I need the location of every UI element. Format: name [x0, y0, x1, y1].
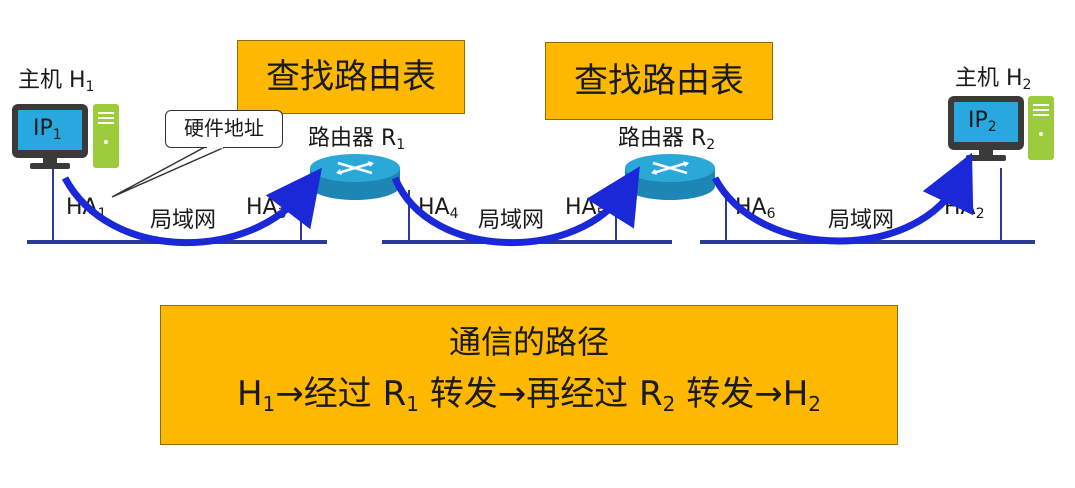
- lookup-routing-table-box: 查找路由表: [237, 40, 465, 114]
- lan-label: 局域网: [478, 208, 545, 233]
- ha-label: HA6: [735, 195, 776, 222]
- ha-label: HA2: [944, 195, 985, 222]
- router1-drop-right: [408, 190, 410, 241]
- router1-drop-left: [300, 190, 302, 241]
- router1-label: 路由器 R1: [308, 126, 406, 153]
- host2-label: 主机 H2: [955, 66, 1032, 93]
- router2-drop-left: [615, 190, 617, 241]
- ha-label: HA1: [66, 195, 107, 222]
- router2-drop-right: [725, 190, 727, 241]
- lookup-routing-table-box: 查找路由表: [545, 42, 773, 120]
- lan-label: 局域网: [150, 208, 217, 233]
- host2-drop: [1000, 168, 1002, 241]
- hardware-address-callout: 硬件地址: [165, 110, 283, 148]
- router2-router-icon: [625, 154, 715, 200]
- router2-label: 路由器 R2: [618, 126, 716, 153]
- lan-line-1: [27, 240, 327, 244]
- path-title: 通信的路径: [448, 323, 609, 361]
- path-route: H1→经过 R1 转发→再经过 R2 转发→H2: [236, 374, 822, 416]
- lan-line-2: [382, 240, 672, 244]
- host1-drop: [52, 168, 54, 241]
- ha-label: HA3: [246, 195, 287, 222]
- ha-label: HA5: [565, 195, 606, 222]
- ha-label: HA4: [418, 195, 459, 222]
- host2-ip-label: IP2: [968, 108, 997, 135]
- communication-path-box: 通信的路径 H1→经过 R1 转发→再经过 R2 转发→H2: [160, 305, 898, 445]
- host1-ip-label: IP1: [33, 116, 62, 143]
- router1-router-icon: [310, 154, 400, 200]
- lan-label: 局域网: [828, 208, 895, 233]
- host1-label: 主机 H1: [18, 68, 95, 95]
- lan-line-3: [700, 240, 1035, 244]
